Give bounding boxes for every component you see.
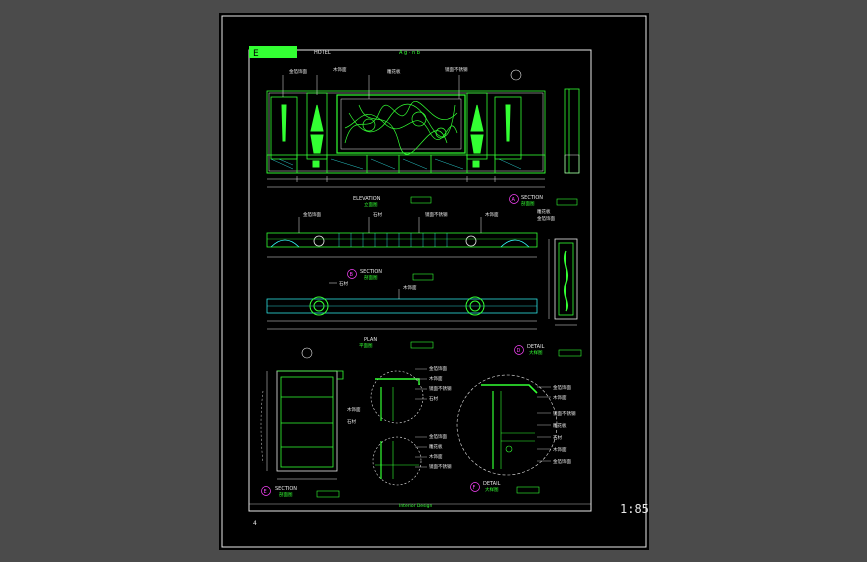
elevation-leaders [282,75,460,99]
section-a-marker [509,194,519,204]
footer-text: Interior Design [399,503,433,509]
plan-view [266,298,538,314]
note-detf-3: 镜面不锈钢 [553,410,576,417]
elevation-sub: 立面图 [364,201,378,208]
vertical-detail [548,238,578,326]
note-detf-6: 木饰面 [553,446,567,453]
section-a-tag [556,198,578,206]
note-detf-5: 石材 [553,434,562,441]
plan-columns [309,296,485,316]
note-det-1: 金箔饰面 [429,365,447,372]
note-det-2: 木饰面 [429,375,443,382]
section-e-marker [261,486,271,496]
carved-panel-pattern [344,100,458,155]
section-a-sub: 剖面图 [521,200,535,207]
elevation-view [266,90,546,174]
note-detf-2: 木饰面 [553,394,567,401]
section-a-label: SECTION [521,195,543,201]
section-e-sub: 剖面图 [279,491,293,498]
detail-d-tag [558,349,582,357]
section-b-mark: B [350,272,354,278]
section-e-mark: E [264,489,267,495]
column-ornaments [281,104,511,168]
cad-drawing: E HOTEL A g · n b [221,15,647,548]
detail-d-sub: 大样图 [529,349,543,356]
elevation-side-section [564,88,580,174]
title-code: HOTEL [314,50,331,56]
note-elev-3: 雕花板 [387,68,401,75]
section-e-tag [316,490,340,498]
note-detf-7: 金箔饰面 [553,458,571,465]
detail-f-view [456,374,558,476]
note-vert-1: 雕花板 [537,208,551,215]
note-elev-1: 金箔饰面 [289,68,307,75]
elevation-marker-circle [510,69,522,81]
plan-dimensions [267,282,537,330]
note-detf-1: 金箔饰面 [553,384,571,391]
note-sece-2: 石材 [347,418,356,425]
detail-mid-leaders [415,368,427,468]
section-e-label: SECTION [275,486,297,492]
section-b-view [266,232,538,248]
section-b-leaders [267,217,537,258]
sheet-number: 4 [253,520,257,527]
detail-f-marker [470,482,480,492]
note-secb-3: 镜面不锈钢 [425,211,448,218]
note-det-7: 木饰面 [429,453,443,460]
title-logo-box [249,46,297,58]
note-vert-2: 金箔饰面 [537,215,555,222]
note-detf-4: 雕花板 [553,422,567,429]
note-det-3: 镜面不锈钢 [429,385,452,392]
elevation-dimensions [267,176,545,188]
note-det-6: 雕花板 [429,443,443,450]
detail-d-label: DETAIL [527,344,545,350]
note-det-4: 石材 [429,395,438,402]
detail-d-mark: D [517,348,521,354]
section-b-label: SECTION [360,269,382,275]
note-secb-1: 金箔饰面 [303,211,321,218]
scale-label: 1:85 [620,502,649,516]
plan-sub: 平面图 [359,343,373,349]
note-det-5: 金箔饰面 [429,433,447,440]
inner-border [248,49,592,512]
outer-border [221,15,647,548]
note-plan-2: 木饰面 [403,284,417,291]
drawing-sheet: E HOTEL A g · n b [219,13,649,550]
note-det-8: 镜面不锈钢 [429,463,452,470]
plan-label: PLAN [364,337,377,343]
section-b-marker [347,269,357,279]
section-b-sub: 剖面图 [364,274,378,281]
note-sece-1: 木饰面 [347,406,361,413]
section-b-tag [412,273,434,281]
section-a-mark: A [512,197,516,203]
elevation-tag [410,196,432,204]
section-b-hatch [338,233,448,247]
detail-f-sub: 大样图 [485,486,499,493]
note-elev-4: 镜面不锈钢 [445,66,468,73]
base-hatch [270,158,522,170]
section-e-top-marker [301,347,313,359]
detail-f-label: DETAIL [483,481,501,487]
detail-f-leaders [537,386,551,462]
note-secb-4: 木饰面 [485,211,499,218]
detail-circle-bottom [372,436,422,486]
title-ref: A g · n b [399,50,420,56]
plan-tag [410,341,434,349]
elevation-label: ELEVATION [353,196,381,202]
section-e-view [260,370,344,480]
note-plan-1: 石材 [339,280,348,287]
note-elev-2: 木饰面 [333,66,347,73]
title-logo: E [253,49,259,59]
detail-f-tag [516,486,540,494]
detail-circle-top [370,370,424,424]
detail-d-marker [514,345,524,355]
detail-f-mark: F [473,485,476,491]
note-secb-2: 石材 [373,211,382,218]
